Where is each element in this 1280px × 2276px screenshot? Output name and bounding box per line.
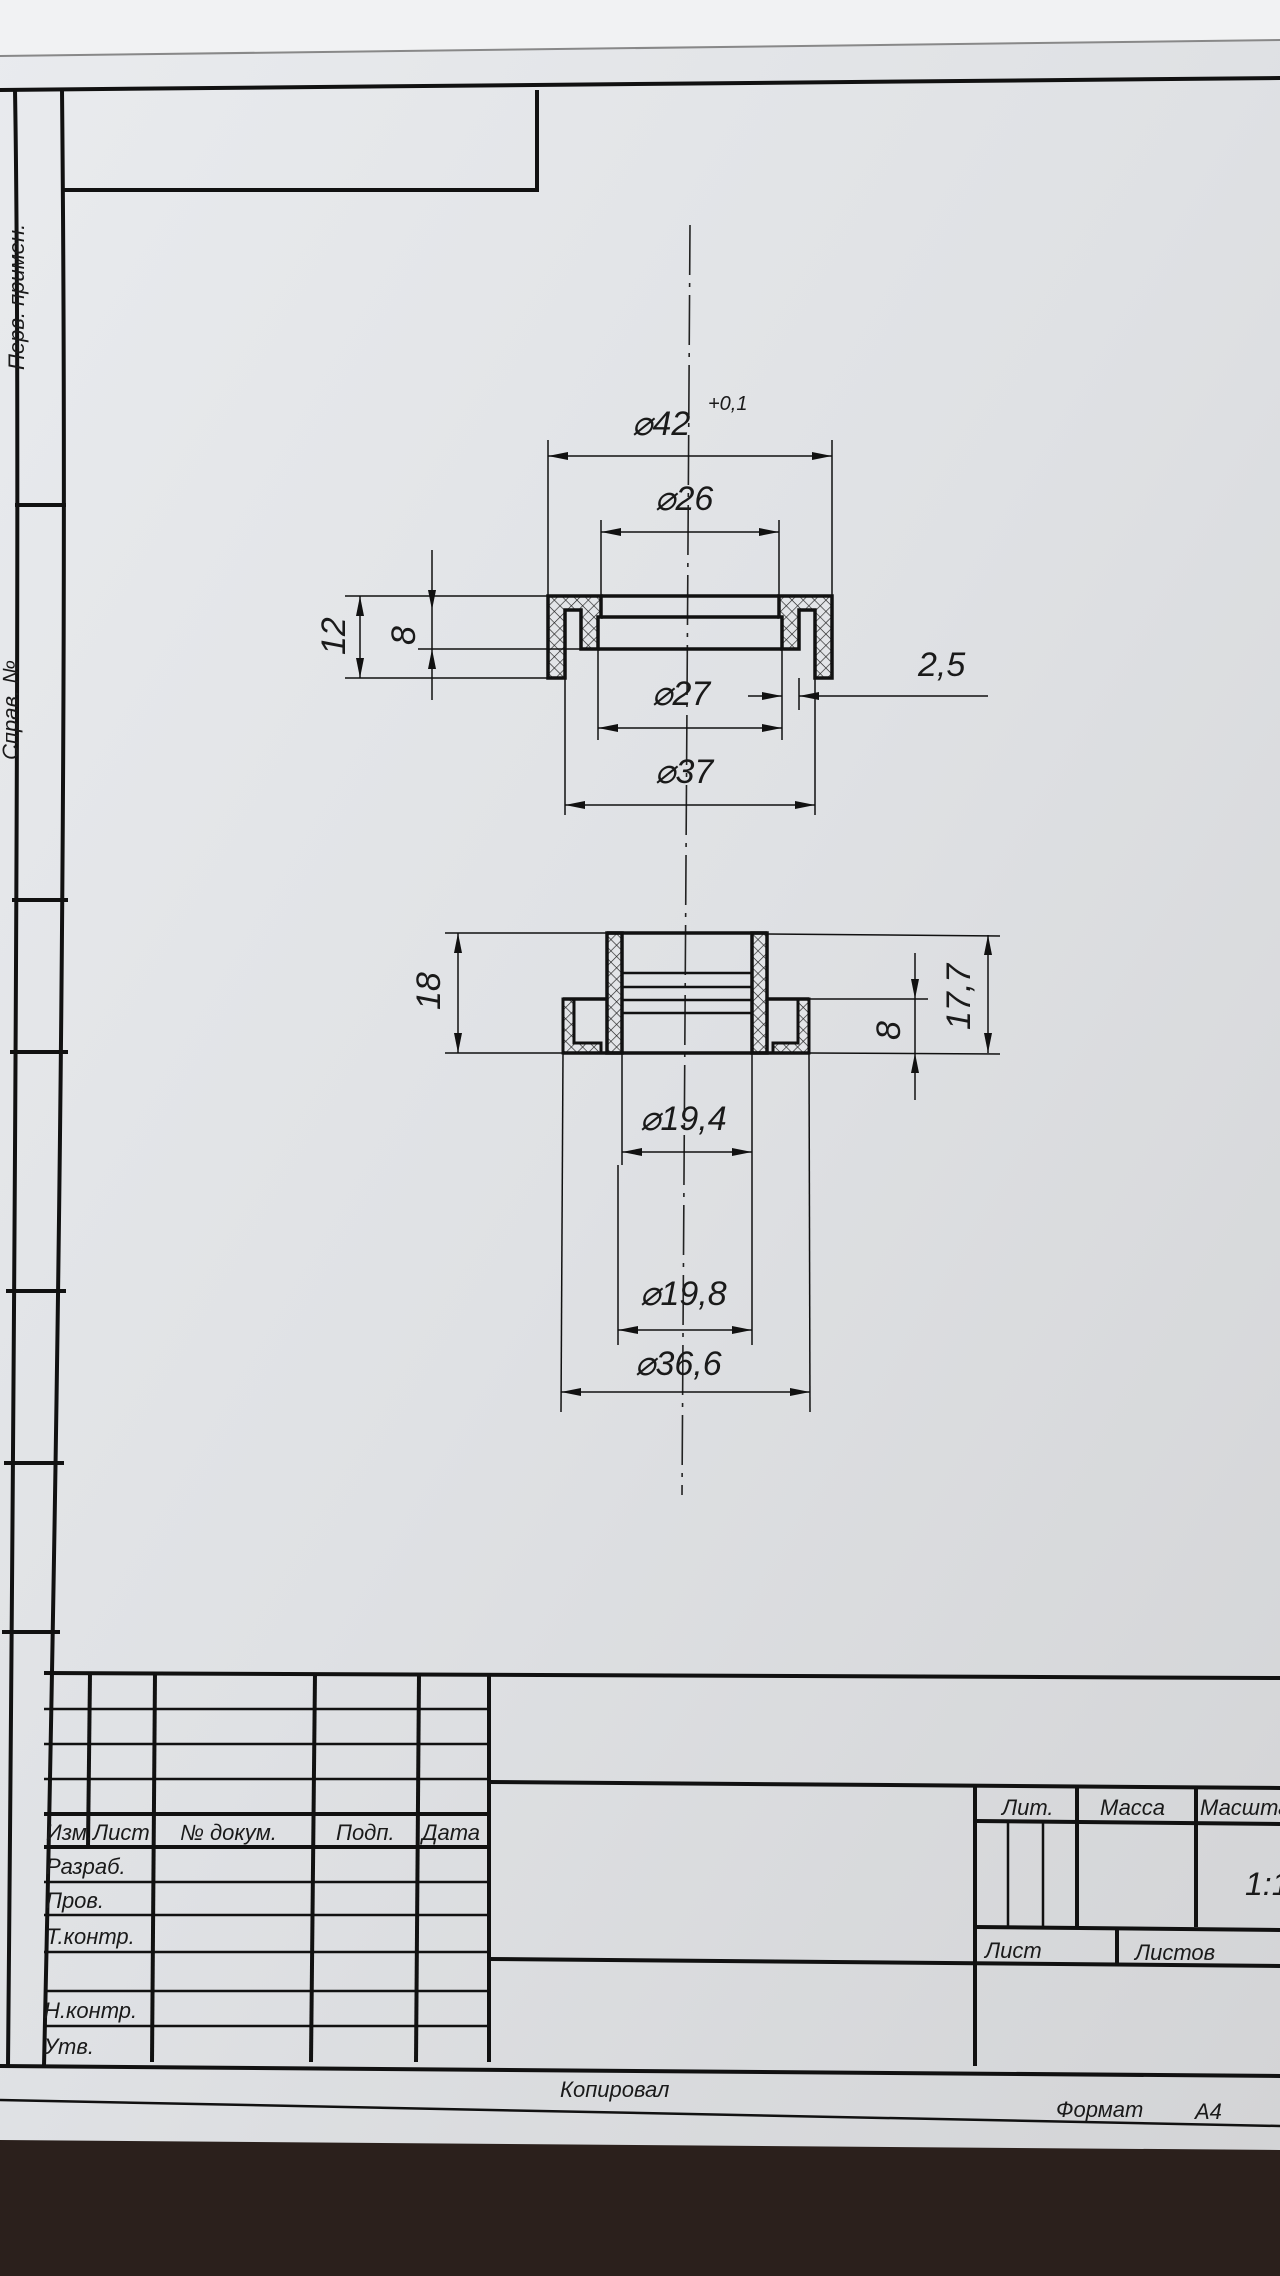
row-utv: Утв. (43, 2034, 94, 2059)
label-lit: Лит. (1000, 1795, 1054, 1820)
dim-inner-top: ⌀26 (655, 480, 713, 518)
label-sheets: Листов (1133, 1940, 1215, 1965)
center-line (681, 224, 691, 1496)
header-doc-no: № докум. (180, 1820, 277, 1845)
dim-height-total: 12 (315, 617, 353, 655)
top-part-dimensions (345, 440, 988, 815)
dim-inner-bottom: ⌀27 (652, 675, 711, 713)
label-format: Формат (1056, 2097, 1143, 2122)
header-list: Лист (91, 1820, 150, 1845)
dim-slot-diameter: ⌀37 (655, 753, 714, 791)
row-razrab: Разраб. (46, 1854, 126, 1879)
dim-bore: ⌀19,4 (640, 1100, 727, 1138)
bottom-part-section (561, 931, 811, 1055)
header-signature: Подп. (336, 1820, 395, 1845)
dim-wall: 2,5 (917, 646, 965, 684)
label-sheet: Лист (983, 1938, 1042, 1963)
dim-outer-diameter: ⌀42 (632, 405, 690, 443)
header-date: Дата (419, 1820, 480, 1845)
paper-top-edge (0, 0, 1280, 55)
format-value: А4 (1193, 2099, 1222, 2124)
margin-label-perv-primen: Перв. примен. (4, 224, 29, 370)
bottom-part-dimensions (445, 932, 1001, 1413)
row-tkontr: Т.контр. (46, 1924, 135, 1949)
dim-outer-tolerance: +0,1 (708, 393, 747, 415)
dim-height-inner: 8 (385, 626, 423, 645)
row-nkontr: Н.контр. (44, 1998, 137, 2023)
top-part-section (546, 594, 834, 680)
dim-bottom-flange-height: 8 (870, 1021, 908, 1040)
label-scale: Масштаб (1200, 1795, 1280, 1820)
dim-bottom-height-total: 18 (410, 972, 448, 1010)
dim-tube-outer: ⌀19,8 (640, 1275, 727, 1313)
paper (0, 0, 1280, 2150)
dim-flange-outer: ⌀36,6 (635, 1345, 722, 1383)
header-izm: Изм. (46, 1820, 93, 1845)
row-prov: Пров. (46, 1888, 104, 1913)
scale-value: 1:1 (1245, 1866, 1280, 1902)
margin-label-sprav-no: Справ. № (0, 660, 23, 760)
title-block (0, 1671, 1280, 2128)
label-copied: Копировал (560, 2077, 669, 2102)
label-mass: Масса (1100, 1795, 1165, 1820)
drawing-frame (0, 76, 1280, 2067)
sheet-edge-line (0, 39, 1280, 57)
dim-bottom-height-right: 17,7 (940, 963, 978, 1030)
